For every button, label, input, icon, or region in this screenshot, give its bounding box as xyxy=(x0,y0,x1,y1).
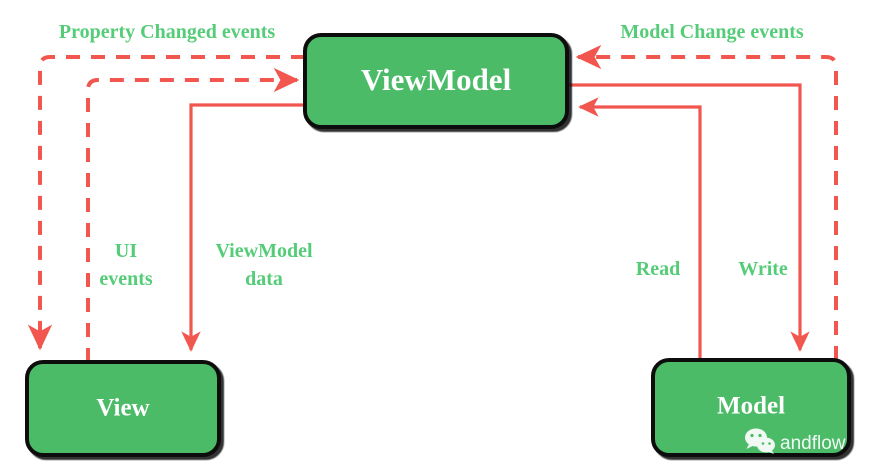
node-viewmodel[interactable]: ViewModel xyxy=(303,33,569,129)
edge-label-read: Read xyxy=(636,258,680,280)
watermark-label: andflow xyxy=(780,433,846,454)
node-view[interactable]: View xyxy=(25,360,221,457)
edge-ui-events xyxy=(86,67,300,362)
edge-label-write: Write xyxy=(738,258,788,280)
edge-label-viewmodel-data-line2: data xyxy=(245,268,283,290)
edge-model-change xyxy=(575,44,838,360)
edge-label-viewmodel-data: ViewModel data xyxy=(215,240,312,290)
edge-label-viewmodel-data-line1: ViewModel xyxy=(215,240,312,262)
node-view-label: View xyxy=(96,395,149,422)
edge-write xyxy=(567,83,810,352)
node-model[interactable]: Model xyxy=(651,358,851,457)
node-model-label: Model xyxy=(717,393,785,420)
edge-label-ui-events-line2: events xyxy=(99,268,153,290)
watermark: andflow xyxy=(745,428,846,454)
node-viewmodel-label: ViewModel xyxy=(361,62,512,97)
edge-label-property-changed: Property Changed events xyxy=(59,21,275,43)
edge-label-ui-events: UI events xyxy=(99,240,153,290)
edge-label-ui-events-line1: UI xyxy=(115,240,137,262)
edge-label-model-change: Model Change events xyxy=(620,21,804,43)
edge-read xyxy=(578,97,702,360)
edge-viewmodel-data xyxy=(181,103,305,352)
edge-property-changed xyxy=(27,55,305,351)
wechat-icon xyxy=(745,428,775,454)
